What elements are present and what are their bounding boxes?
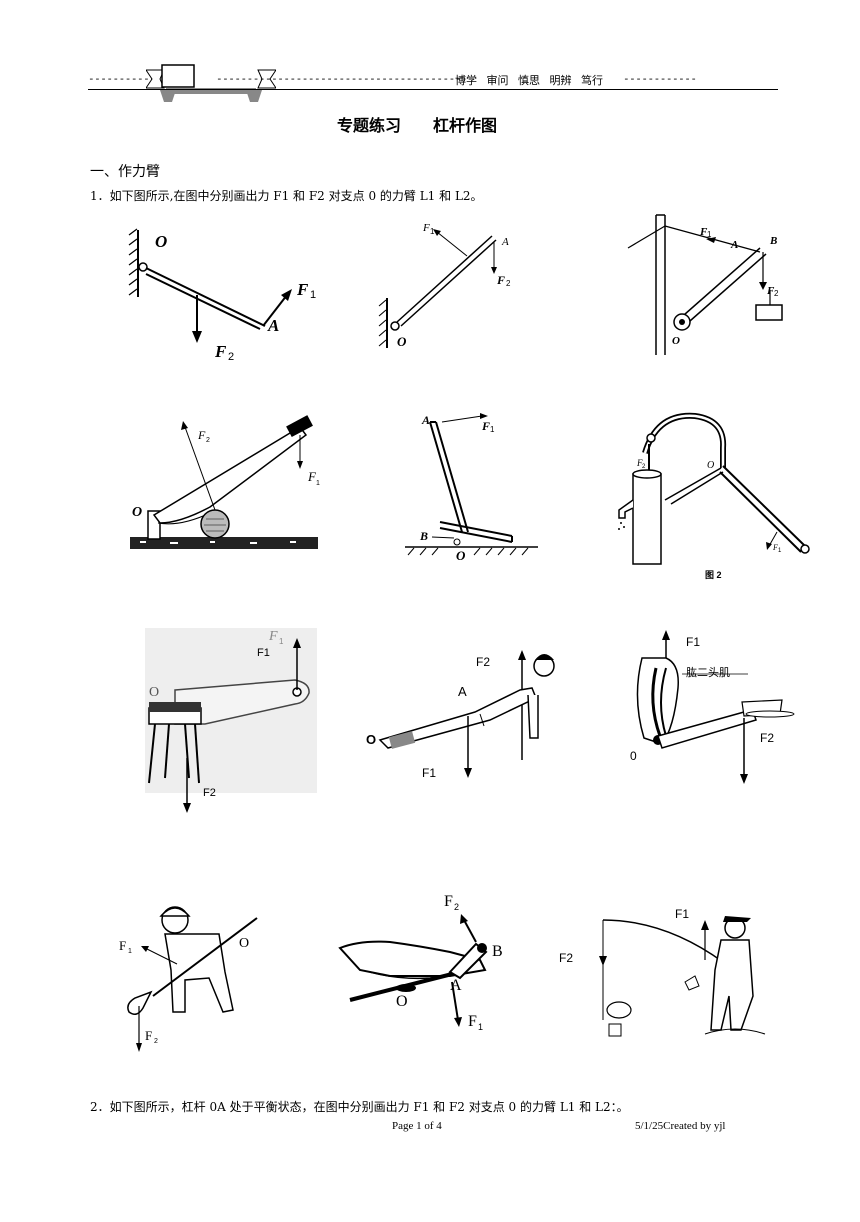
figure-label: A: [421, 413, 430, 427]
figure-stand-lever: A F 1 B O: [405, 413, 538, 563]
figure-label: O: [707, 460, 714, 471]
figure-label: 2: [154, 1038, 158, 1045]
figure-label: O: [239, 936, 249, 951]
figure-label: 1: [430, 227, 435, 236]
figure-label: A: [501, 236, 509, 248]
page-header: ------------- --------------------------…: [88, 62, 778, 102]
figure-label: F: [422, 222, 430, 234]
figure-label: F1: [686, 635, 700, 649]
figure-label: F1: [257, 647, 270, 659]
figure-water-pump: F 2 O F 1 图 2: [618, 412, 810, 580]
question-2: 2．如下图所示，杠杆 0A 处于平衡状态，在图中分别画出力 F1 和 F2 对支…: [90, 1100, 629, 1114]
figure-label: 1: [316, 480, 320, 487]
figure-label: F: [444, 893, 453, 910]
figure-label: B: [419, 529, 428, 543]
figure-label: O: [456, 548, 466, 563]
figure-label: F: [197, 428, 206, 442]
figure-label: 肱二头肌: [686, 665, 730, 679]
figure-label: F1: [422, 766, 436, 780]
figure-label: F2: [476, 655, 490, 669]
footer-page: Page 1 of 4: [392, 1120, 442, 1132]
label-f2: F: [214, 342, 227, 360]
figure-pole-weight: F 1 A B F 2 O: [627, 214, 783, 355]
figure-label: F: [481, 419, 490, 433]
label-f1-sub: 1: [310, 289, 316, 301]
figure-label: F2: [203, 787, 216, 799]
figure-label: A: [450, 977, 462, 994]
figure-label: O: [397, 334, 407, 349]
figure-pedal: F 2 B A O F 1: [338, 893, 503, 1032]
figure-label: F1: [675, 907, 689, 921]
figure-label: A: [730, 239, 738, 251]
header-motto: 博学 审问 慎思 明辨 笃行: [455, 74, 603, 87]
figure-label: F: [772, 543, 778, 552]
figure-cutter: F 2 F 1 O: [130, 415, 320, 549]
figure-label: 2: [506, 279, 511, 288]
figure-label: F: [766, 285, 775, 297]
figure-label: 2: [206, 437, 210, 444]
figure-label: O: [149, 685, 159, 700]
figure-label: B: [769, 235, 777, 247]
figure-label: F: [699, 226, 708, 238]
header-banner-icon: [146, 64, 276, 102]
figure-label: O: [366, 732, 376, 747]
question-1: 1．如下图所示,在图中分别画出力 F1 和 F2 对支点 0 的力臂 L1 和 …: [90, 189, 483, 203]
figure-fishing: F1 F2: [559, 907, 766, 1037]
figure-pushup: F2 A O F1: [366, 650, 555, 780]
figure-label: F: [468, 1013, 477, 1030]
figure-shovel: F 1 O F 2: [119, 906, 258, 1052]
figure-label: 2: [454, 902, 459, 912]
figure-label: O: [132, 505, 142, 520]
figure-label: 2: [774, 289, 779, 298]
figure-label: B: [492, 943, 503, 960]
figure-label: F: [145, 1028, 152, 1043]
figure-caption: 图 2: [705, 570, 722, 580]
figure-label: F: [307, 469, 317, 484]
footer-created: 5/1/25Created by yjl: [635, 1120, 726, 1132]
figure-label: A: [458, 684, 467, 699]
figure-label: F: [496, 273, 505, 287]
figure-label: 1: [128, 948, 132, 955]
figure-label: F: [268, 629, 278, 644]
header-dashes-right: ------------: [623, 72, 697, 85]
figure-label: O: [396, 993, 408, 1010]
figure-label: 0: [630, 749, 637, 763]
figure-arm: F1 肱二头肌 F2 0: [630, 630, 795, 784]
figure-wall-lever: O F 1 F 2 A: [128, 228, 316, 360]
figure-label: 1: [279, 637, 284, 646]
figure-label: F2: [760, 731, 774, 745]
figure-label: 1: [478, 1022, 483, 1032]
label-a: A: [267, 316, 279, 335]
header-rule: [88, 89, 778, 90]
page-title: 专题练习 杠杆作图: [337, 116, 498, 135]
label-f1: F: [296, 280, 309, 299]
label-f2-sub: 2: [228, 351, 234, 360]
figure-label: 2: [642, 464, 646, 470]
header-dashes-mid: ----------------------------------------…: [216, 72, 474, 85]
figure-label: F2: [559, 951, 573, 965]
figure-label: 1: [490, 425, 495, 434]
figure-label: F: [636, 458, 643, 468]
section-heading: 一、作力臂: [90, 164, 160, 180]
figure-label: 1: [778, 548, 782, 554]
figure-label: O: [672, 335, 680, 347]
header-dashes-left: -------------: [88, 72, 168, 85]
figure-label: F: [119, 938, 126, 953]
figure-angled-rod: F 1 A F 2 O: [378, 222, 511, 349]
figure-label: 1: [707, 230, 712, 239]
label-o: O: [155, 232, 167, 251]
figure-stapler: F 1 F1 O F2: [145, 628, 317, 813]
